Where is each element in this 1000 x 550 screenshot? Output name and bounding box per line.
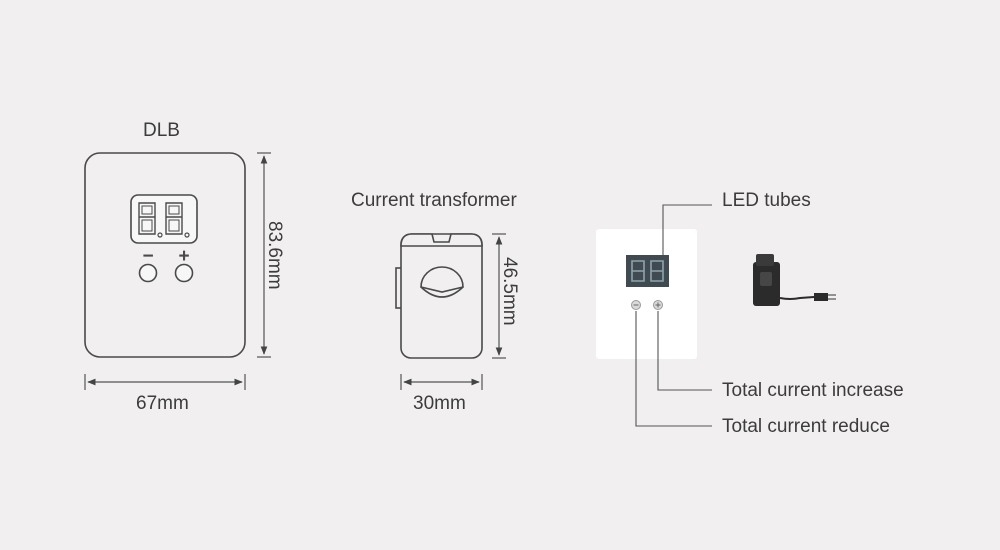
led-tubes-label: LED tubes [722,190,811,211]
total-current-increase-label: Total current increase [722,380,904,401]
total-current-reduce-label: Total current reduce [722,416,890,437]
callout-lines [635,204,712,427]
dlb-height-label: 83.6mm [264,221,285,290]
current-transformer [395,233,483,359]
dlb-width-label: 67mm [136,393,189,414]
dlb-display [130,194,198,244]
front-panel [596,229,697,359]
ct-height-label: 46.5mm [499,257,520,326]
dlb-title: DLB [143,120,180,141]
ct-dimension-lines [400,233,506,390]
minus-icon: − [142,246,153,267]
plus-icon: + [178,246,189,267]
dlb-dimension-lines [84,152,271,390]
ct-width-label: 30mm [413,393,466,414]
dlb-device: − + [84,152,246,358]
ct-photo [753,254,836,306]
ct-title: Current transformer [351,190,517,211]
dlb-plus-button[interactable] [174,263,194,283]
dlb-minus-button[interactable] [138,263,158,283]
